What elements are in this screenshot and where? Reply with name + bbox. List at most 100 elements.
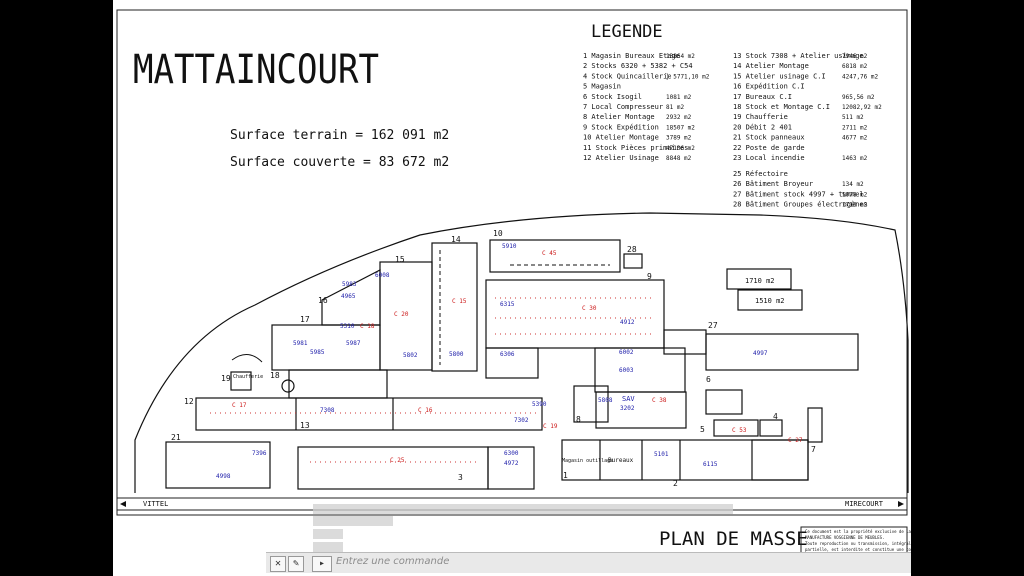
building-18 — [288, 369, 388, 399]
building-7 — [751, 439, 809, 481]
close-icon[interactable]: ✕ — [270, 556, 286, 572]
plan-label-r4998: 4998 — [216, 473, 231, 480]
plan-label-c3: C 18 — [360, 323, 375, 330]
legend-title: LEGENDE — [591, 22, 663, 42]
legend-item: 16 Expédition C.I — [733, 83, 805, 91]
plan-label-c9: C 30 — [582, 305, 597, 312]
legend-area: 13864 m2 — [666, 53, 695, 60]
building-9 — [485, 279, 665, 349]
plan-label-b19: 19 — [221, 374, 231, 383]
stamp-line: Ce document est la propriété exclusive d… — [805, 529, 911, 534]
legend-item: 6 Stock Isogil — [583, 93, 642, 101]
plan-label-r6008: 6008 — [375, 272, 390, 279]
plan-label-b16: 16 — [318, 296, 328, 305]
plan-label-b14: 14 — [451, 235, 461, 244]
building-21 — [165, 441, 271, 489]
legend-item: 15 Atelier usinage C.I — [733, 72, 826, 80]
plan-label-r5802: 5802 — [403, 352, 418, 359]
legend-area: } 5771,10 m2 — [666, 73, 710, 80]
legend-item: 20 Débit 2 401 — [733, 123, 792, 131]
dotted-guides — [210, 297, 655, 463]
plan-label-chauff: Chaufferie — [233, 374, 263, 380]
plan-label-r5101: 5101 — [654, 451, 669, 458]
building-19 — [230, 371, 252, 391]
autocomplete-ghost-2 — [313, 516, 393, 526]
legend-area: 134 m2 — [842, 181, 864, 188]
road-mirecourt: MIRECOURT — [845, 500, 884, 508]
plan-label-c8: C 25 — [390, 457, 405, 464]
legend-item: 27 Bâtiment stock 4997 + tunnel — [733, 190, 864, 198]
site-boundary — [134, 212, 909, 493]
plan-label-r5910: 5910 — [502, 243, 517, 250]
plan-label-c7: C 19 — [543, 423, 558, 430]
legend-item: 17 Bureaux C.I — [733, 93, 792, 101]
legend-area: 6818 m2 — [842, 63, 868, 70]
plan-label-c2: C 15 — [452, 298, 467, 305]
plan-label-r5310: 5310 — [340, 323, 355, 330]
plan-label-b18: 18 — [270, 371, 280, 380]
legend-area: 1463 m2 — [842, 155, 868, 162]
legend-area: 12082,92 m2 — [842, 104, 882, 111]
plan-label-b12: 12 — [184, 397, 194, 406]
legend-item: 19 Chaufferie — [733, 113, 788, 121]
building-sav — [595, 391, 687, 429]
legend-area: 4247,76 m2 — [842, 73, 879, 80]
legend-item: 7 Local Compresseur — [583, 103, 663, 111]
legend-item: 10 Atelier Montage — [583, 134, 659, 142]
gate — [807, 407, 823, 443]
legend-area: 8848 m2 — [666, 155, 692, 162]
legend-item: 2 Stocks 6320 + 5382 + C54 — [583, 62, 693, 70]
plan-label-b3: 3 — [458, 473, 463, 482]
legend-area: 1081 m2 — [666, 94, 692, 101]
plan-label-b13: 13 — [300, 421, 310, 430]
tank — [281, 379, 295, 393]
legend-area: 5078 m2 — [842, 191, 868, 198]
surface-terrain: Surface terrain = 162 091 m2 — [230, 128, 449, 143]
plan-label-c11: C 27 — [788, 437, 803, 444]
building-27 — [705, 333, 859, 371]
buildings — [165, 239, 859, 490]
legend-area: 4677 m2 — [842, 135, 868, 142]
legend-area: 81 m2 — [666, 104, 684, 111]
road-vittel: VITTEL — [143, 500, 168, 508]
plan-drawing: MATTAINCOURT Surface terrain = 162 091 m… — [116, 9, 933, 570]
legend-area: 7946 m2 — [842, 53, 868, 60]
plan-title: PLAN DE MASSE — [659, 528, 808, 550]
arrow-left-icon — [120, 501, 126, 507]
legend-item: 18 Stock et Montage C.I — [733, 103, 830, 111]
legend-item: 9 Stock Expédition — [583, 123, 659, 131]
plan-label-r5983: 5983 — [342, 281, 357, 288]
legend-item: 26 Bâtiment Broyeur — [733, 180, 813, 188]
legend-item: 14 Atelier Montage — [733, 62, 809, 70]
surface-couverte: Surface couverte = 83 672 m2 — [230, 155, 449, 170]
building-28 — [623, 253, 643, 269]
dashed-lines — [439, 250, 610, 365]
legend-area: 18507 m2 — [666, 124, 695, 131]
command-input[interactable]: Entrez une commande — [336, 556, 450, 567]
plan-label-sav: SAV — [622, 395, 635, 403]
plan-label-area_a: 1710 m2 — [745, 277, 775, 285]
plan-label-r5985: 5985 — [310, 349, 325, 356]
wrench-icon[interactable]: ✎ — [288, 556, 304, 572]
prompt-icon[interactable]: ▸ — [312, 556, 332, 572]
legend-item: 13 Stock 7308 + Atelier usinage — [733, 52, 864, 60]
plan-label-b27: 27 — [708, 321, 718, 330]
building-4 — [759, 419, 783, 437]
legend-item: 11 Stock Pièces primaires — [583, 144, 688, 152]
building-3b — [487, 446, 535, 490]
plan-label-r4965: 4965 — [341, 293, 356, 300]
legend-item: 12 Atelier Usinage — [583, 154, 659, 162]
legend-item: 1 Magasin Bureaux Etage — [583, 52, 680, 60]
legend-item: 8 Atelier Montage — [583, 113, 655, 121]
building-8 — [573, 385, 609, 423]
plan-label-area_b: 1510 m2 — [755, 297, 785, 305]
plan-label-c12: C 53 — [732, 427, 747, 434]
legend-item: 4 Stock Quincaillerie — [583, 72, 672, 80]
legend-area: 47136 m2 — [666, 145, 695, 152]
command-line-bar[interactable]: ✕ ✎ ▸ Entrez une commande — [266, 552, 911, 573]
plan-label-r7308: 7308 — [320, 407, 335, 414]
